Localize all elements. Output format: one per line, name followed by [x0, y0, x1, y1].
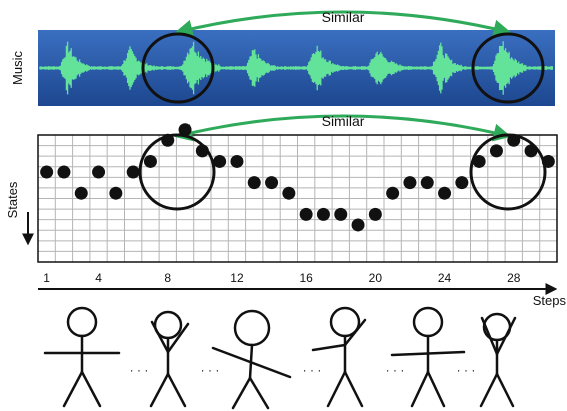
similar-label-mid: Similar	[322, 113, 365, 129]
step-tick-label: 16	[299, 271, 313, 285]
states-grid	[38, 135, 557, 262]
state-dot	[74, 186, 88, 200]
state-dot	[420, 176, 434, 190]
step-tick-label: 8	[164, 271, 171, 285]
state-dot	[472, 154, 486, 168]
similar-arrow-mid	[174, 114, 512, 142]
stick-figure-6	[479, 312, 517, 408]
step-tick-label: 1	[43, 271, 50, 285]
state-dot	[386, 186, 400, 200]
state-dot	[316, 207, 330, 221]
stick-figure-5	[390, 306, 466, 408]
state-dot	[109, 186, 123, 200]
music-label: Music	[10, 51, 25, 85]
state-dot	[126, 165, 140, 179]
step-tick-label: 20	[369, 271, 383, 285]
state-dot	[489, 144, 503, 158]
state-dot	[40, 165, 54, 179]
state-dot	[143, 154, 157, 168]
stick-figure-4	[311, 306, 367, 408]
music-highlight-circle-left	[141, 32, 215, 104]
similar-label-top: Similar	[322, 9, 365, 25]
stick-figures	[43, 306, 517, 410]
state-dot	[368, 207, 382, 221]
ellipsis-2: · · ·	[201, 363, 220, 377]
state-dot	[213, 154, 227, 168]
similar-arrow-top	[174, 10, 512, 38]
steps-label: Steps	[533, 293, 567, 308]
ellipsis-4: · · ·	[386, 363, 405, 377]
ellipsis-3: · · ·	[303, 363, 322, 377]
step-tick-labels: 1 4 8 12 16 20 24 28	[43, 271, 520, 285]
stick-figure-2	[149, 310, 190, 408]
state-dot	[265, 176, 279, 190]
music-waveform	[39, 41, 554, 95]
stick-figure-1	[43, 306, 121, 408]
stick-figure-3	[211, 309, 292, 410]
state-dot	[438, 186, 452, 200]
state-dot	[178, 123, 192, 137]
state-dot	[299, 207, 313, 221]
state-dot	[230, 154, 244, 168]
step-tick-label: 24	[438, 271, 452, 285]
state-dot	[247, 176, 261, 190]
step-tick-label: 28	[507, 271, 521, 285]
state-dot	[455, 176, 469, 190]
state-dot	[92, 165, 106, 179]
state-dot	[403, 176, 417, 190]
state-dot	[334, 207, 348, 221]
states-label: States	[5, 181, 20, 218]
music-highlight-circle-right	[471, 32, 545, 104]
state-dot	[57, 165, 71, 179]
states-highlight-circle-left	[138, 133, 216, 211]
step-tick-label: 4	[95, 271, 102, 285]
states-highlight-circle-right	[469, 133, 547, 211]
ellipsis-5: · · ·	[457, 363, 476, 377]
step-tick-label: 12	[230, 271, 244, 285]
ellipsis-1: · · ·	[130, 363, 149, 377]
state-dot	[351, 218, 365, 232]
state-dot	[282, 186, 296, 200]
state-dots	[40, 123, 555, 232]
